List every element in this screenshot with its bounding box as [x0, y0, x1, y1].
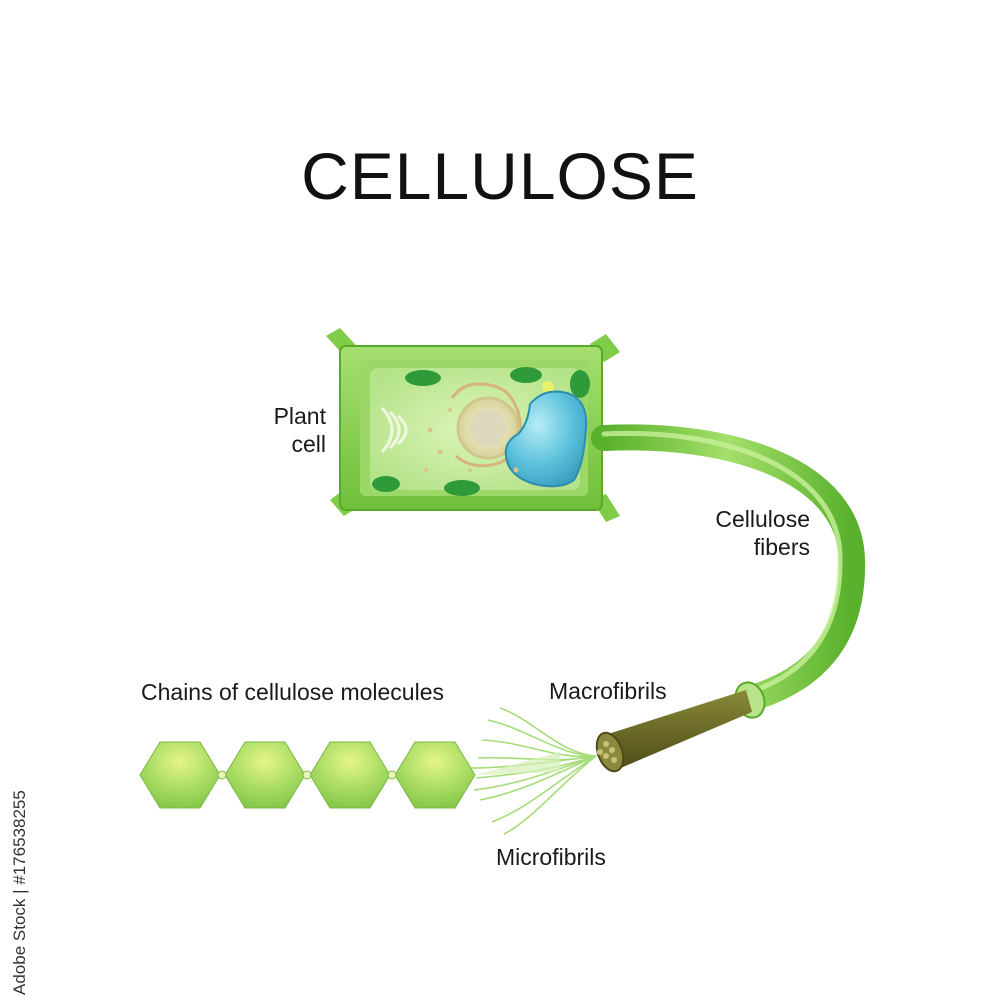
plant-cell-label-line1: Plant	[273, 403, 326, 429]
endoplasmic-reticulum	[450, 382, 522, 468]
page-title: CELLULOSE	[301, 139, 699, 213]
stock-credit: Adobe Stock | #176538255	[8, 765, 30, 995]
stock-credit-text: Adobe Stock | #176538255	[10, 790, 29, 995]
chloroplast	[510, 367, 542, 383]
glucose-ring	[309, 741, 391, 809]
chains-label: Chains of cellulose molecules	[141, 679, 444, 705]
glycosidic-link	[302, 770, 312, 780]
chloroplast	[405, 370, 441, 386]
cellulose-fiber	[591, 424, 866, 711]
glycosidic-link	[387, 770, 397, 780]
cellulose-fiber-highlight	[601, 430, 843, 693]
vacuole	[504, 390, 588, 488]
organelle-dots	[424, 408, 519, 473]
chloroplast	[372, 476, 400, 492]
macrofibrils-label: Macrofibrils	[549, 678, 667, 704]
cellulose-fibers-label-line2: fibers	[753, 534, 810, 560]
cellulose-chain	[139, 741, 476, 809]
glycosidic-link	[217, 770, 227, 780]
plant-cell-label-line2: cell	[291, 431, 326, 457]
macrofibril-strands	[597, 741, 617, 763]
chloroplast	[444, 480, 480, 496]
chain-to-microfibril-link	[475, 752, 560, 775]
plant-cell-label: Plant cell	[220, 402, 326, 458]
microfibrils-label: Microfibrils	[496, 844, 606, 870]
glucose-ring	[139, 741, 221, 809]
macrofibril	[608, 690, 752, 770]
glucose-ring	[224, 741, 306, 809]
chloroplast	[570, 370, 590, 398]
vesicle	[542, 381, 554, 393]
nucleolus	[470, 410, 506, 446]
cellulose-fibers-label: Cellulose fibers	[680, 505, 810, 561]
cell-wall-corner-tr	[590, 334, 620, 362]
glucose-ring	[394, 741, 476, 809]
golgi-apparatus	[380, 406, 408, 454]
cellulose-fibers-label-line1: Cellulose	[715, 506, 810, 532]
plant-cell	[326, 328, 620, 522]
